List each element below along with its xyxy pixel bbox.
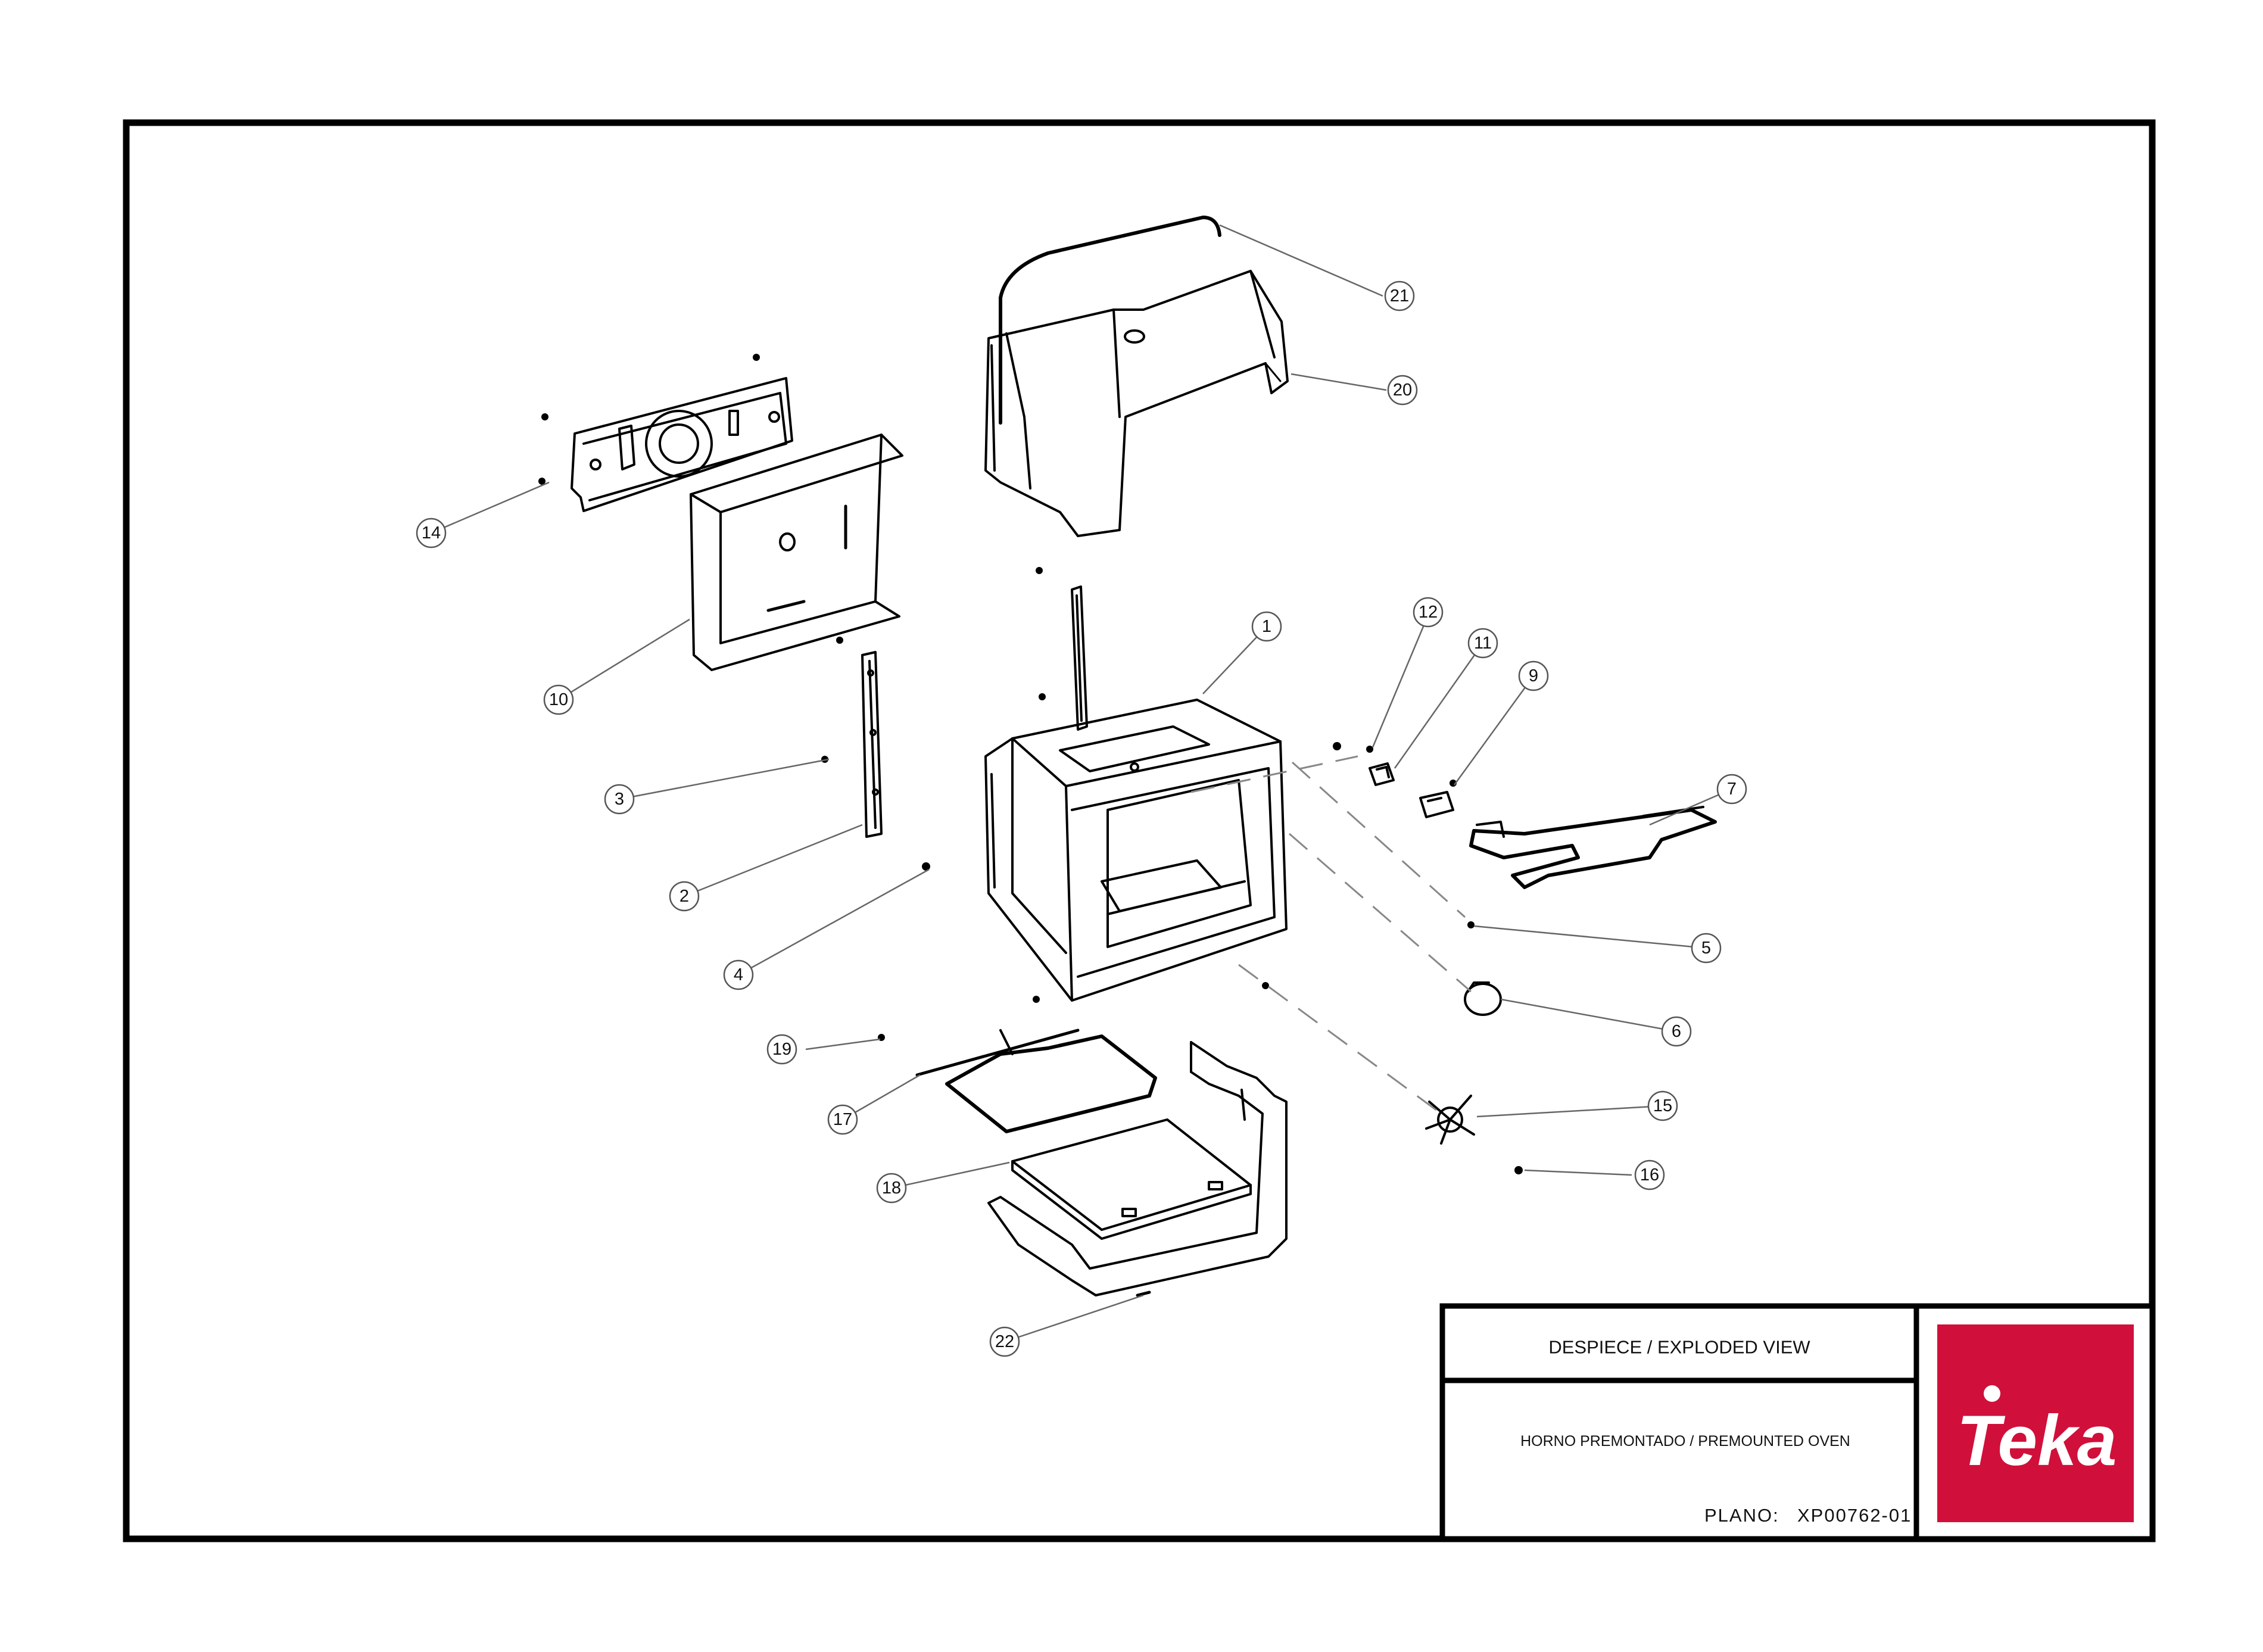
svg-text:15: 15 bbox=[1653, 1096, 1672, 1115]
callout-19: 19 bbox=[766, 1034, 797, 1065]
part-bracket-9 bbox=[1419, 791, 1454, 818]
callouts: 1 2 3 4 5 6 7 9 10 11 12 14 15 16 17 18 … bbox=[416, 280, 1747, 1357]
svg-text:12: 12 bbox=[1419, 603, 1438, 622]
part-lower-element bbox=[915, 1028, 1157, 1133]
plano-number: XP00762-01 bbox=[1797, 1505, 1912, 1526]
part-oven-cavity bbox=[984, 699, 1288, 1002]
callout-6: 6 bbox=[1661, 1016, 1692, 1047]
title-block: DESPIECE / EXPLODED VIEW HORNO PREMONTAD… bbox=[1439, 1303, 2155, 1542]
svg-text:20: 20 bbox=[1393, 381, 1412, 400]
callout-21: 21 bbox=[1384, 280, 1415, 311]
teka-logo: Teka bbox=[1937, 1324, 2134, 1522]
part-grill-element bbox=[1469, 806, 1717, 889]
part-rear-fan-panel bbox=[571, 377, 793, 512]
svg-text:17: 17 bbox=[833, 1110, 852, 1129]
callout-15: 15 bbox=[1647, 1090, 1678, 1121]
part-side-rail-right bbox=[1071, 585, 1088, 731]
part-top-gasket bbox=[999, 216, 1221, 425]
part-top-cover bbox=[984, 270, 1289, 537]
svg-text:4: 4 bbox=[734, 965, 743, 984]
svg-text:5: 5 bbox=[1701, 939, 1711, 958]
part-bracket-11 bbox=[1369, 762, 1395, 786]
callout-2: 2 bbox=[669, 881, 700, 912]
part-side-rail-left bbox=[861, 651, 883, 838]
callout-7: 7 bbox=[1716, 774, 1747, 805]
callout-22: 22 bbox=[989, 1326, 1020, 1357]
svg-text:6: 6 bbox=[1672, 1022, 1681, 1041]
part-bottom-cover bbox=[987, 1041, 1288, 1297]
callout-5: 5 bbox=[1691, 933, 1722, 964]
callout-12: 12 bbox=[1413, 597, 1444, 628]
callout-16: 16 bbox=[1634, 1159, 1665, 1190]
callout-17: 17 bbox=[827, 1104, 858, 1135]
svg-text:10: 10 bbox=[549, 690, 568, 709]
callout-20: 20 bbox=[1387, 375, 1418, 406]
part-lamp bbox=[1464, 981, 1502, 1016]
svg-text:14: 14 bbox=[422, 523, 441, 543]
svg-text:9: 9 bbox=[1529, 666, 1538, 685]
svg-text:22: 22 bbox=[995, 1332, 1014, 1351]
svg-text:1: 1 bbox=[1262, 617, 1271, 636]
callout-18: 18 bbox=[876, 1173, 907, 1204]
callout-3: 3 bbox=[604, 784, 635, 815]
assembly-dashed-lines bbox=[1190, 755, 1472, 1115]
callout-11: 11 bbox=[1467, 628, 1498, 659]
callout-4: 4 bbox=[723, 959, 754, 990]
title-block-title: DESPIECE / EXPLODED VIEW bbox=[1548, 1337, 1810, 1358]
svg-text:3: 3 bbox=[615, 790, 624, 809]
drawing-border bbox=[123, 119, 2156, 1542]
callout-10: 10 bbox=[543, 684, 574, 715]
part-rear-plate bbox=[690, 434, 903, 671]
exploded-parts bbox=[538, 216, 1717, 1297]
svg-text:18: 18 bbox=[882, 1179, 901, 1198]
callout-1: 1 bbox=[1251, 611, 1282, 642]
svg-text:16: 16 bbox=[1640, 1165, 1659, 1185]
svg-text:Teka: Teka bbox=[1956, 1401, 2117, 1480]
svg-text:19: 19 bbox=[772, 1040, 791, 1059]
svg-text:2: 2 bbox=[679, 887, 689, 906]
svg-text:21: 21 bbox=[1390, 286, 1409, 306]
plano-label: PLANO: bbox=[1704, 1505, 1779, 1526]
callout-9: 9 bbox=[1518, 660, 1549, 691]
svg-text:7: 7 bbox=[1727, 780, 1737, 799]
part-fan-blade bbox=[1425, 1095, 1475, 1145]
svg-text:11: 11 bbox=[1474, 634, 1492, 653]
screws bbox=[538, 354, 1523, 1174]
part-lower-tray bbox=[1011, 1118, 1252, 1240]
callout-14: 14 bbox=[416, 518, 447, 548]
title-block-subtitle: HORNO PREMONTADO / PREMOUNTED OVEN bbox=[1520, 1433, 1850, 1450]
